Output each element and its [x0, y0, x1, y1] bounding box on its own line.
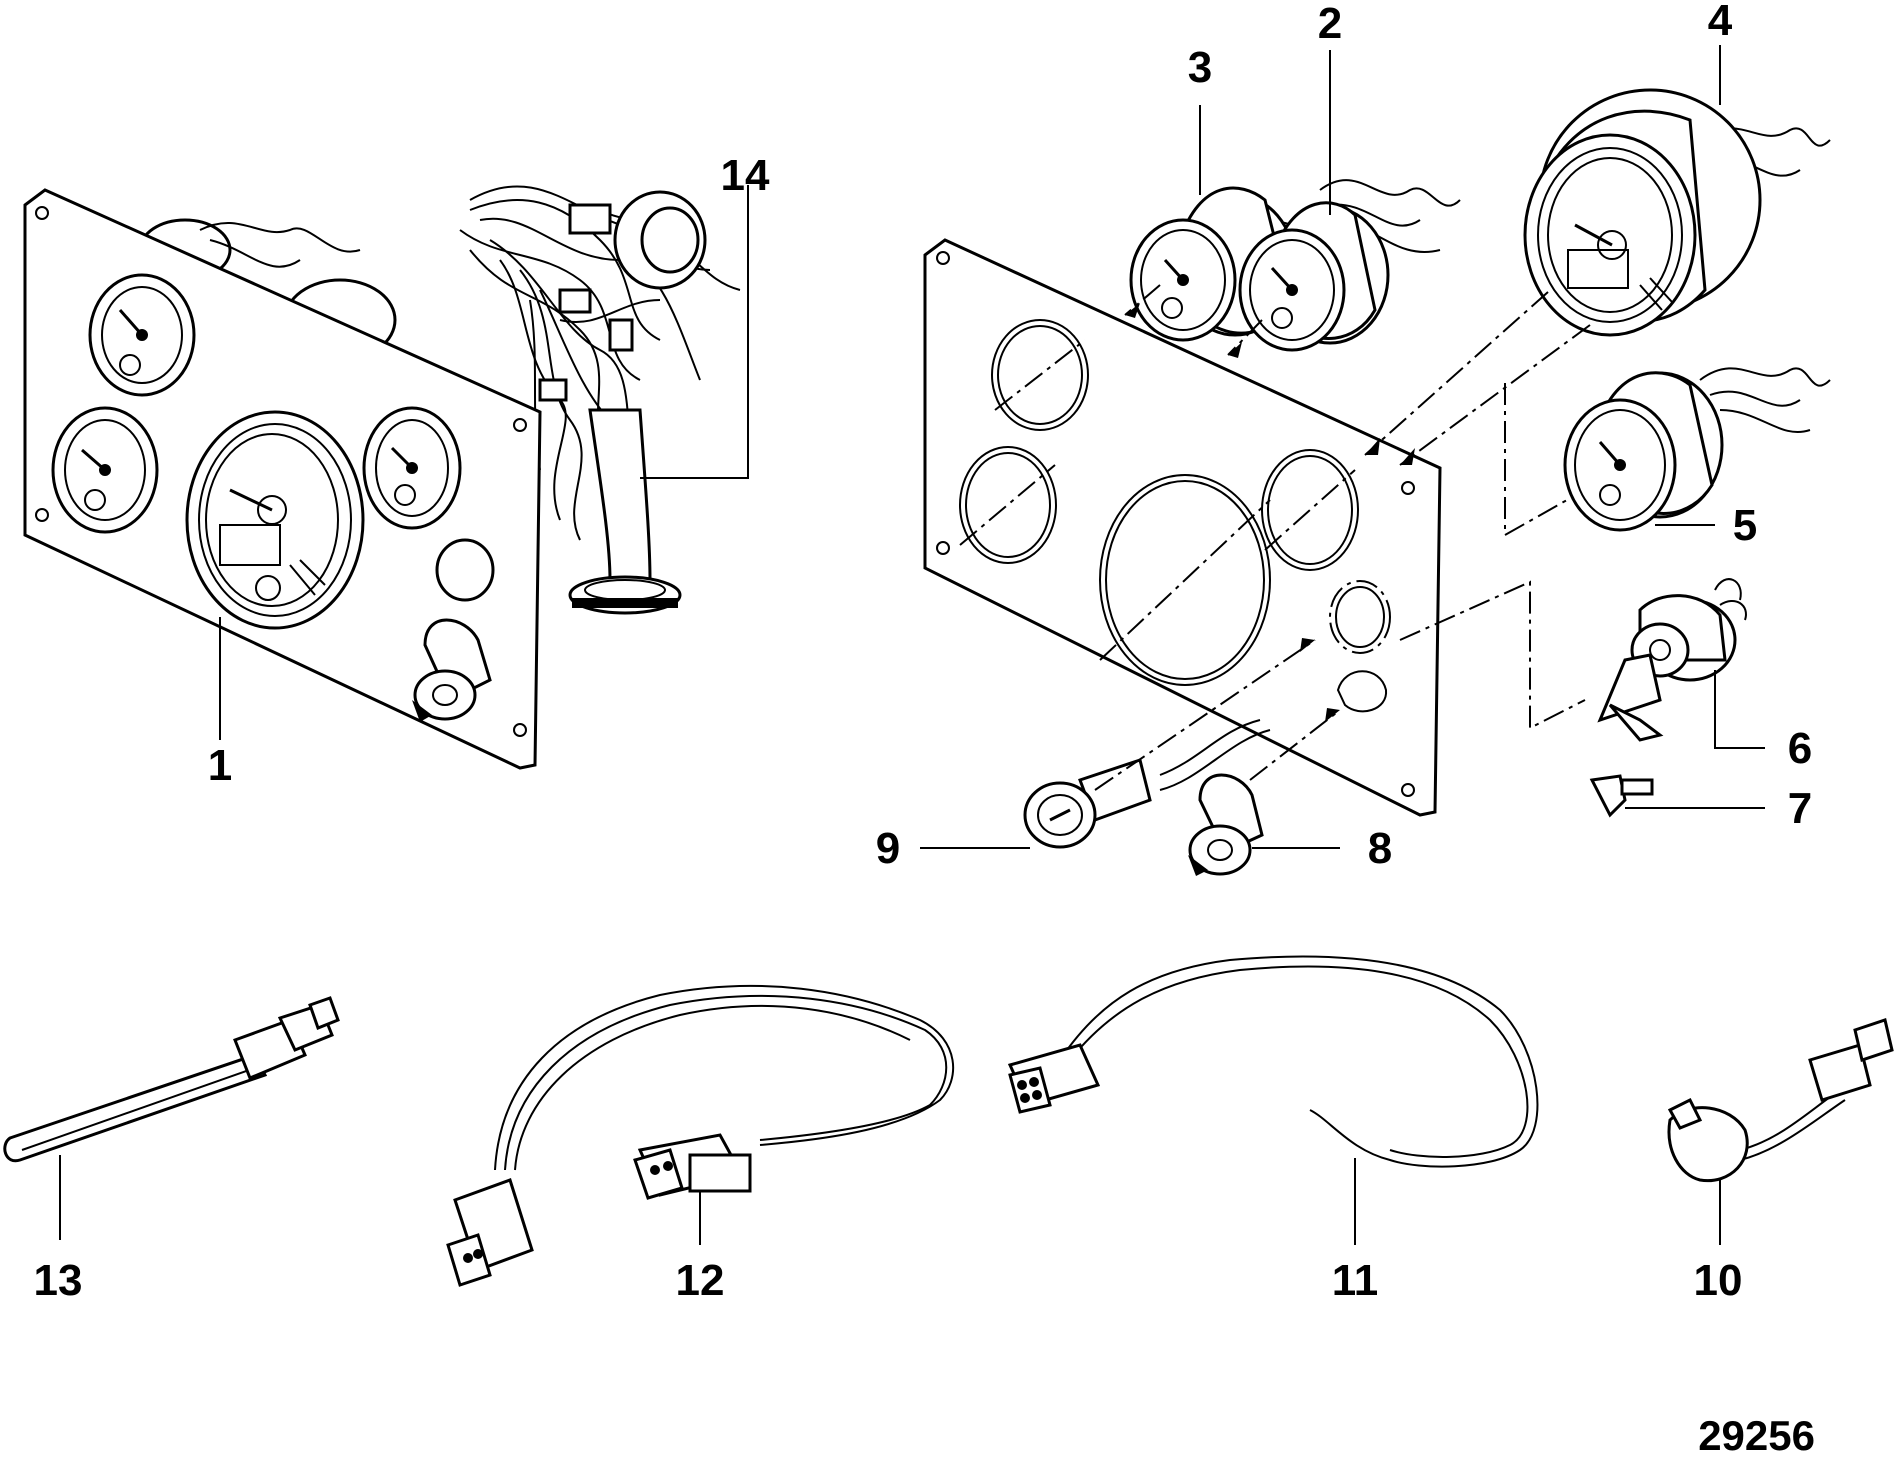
exploded-panel-plate: [923, 238, 1442, 817]
harness-12: [446, 984, 954, 1287]
callout-14: 14: [721, 151, 770, 200]
fuse-holder-9: [920, 638, 1316, 849]
sensor-10: [1667, 1018, 1894, 1245]
sender-probe-13: [3, 996, 340, 1240]
callout-4: 4: [1708, 0, 1733, 45]
callout-9: 9: [876, 824, 900, 873]
callout-10: 10: [1694, 1256, 1743, 1305]
plug-8: [1188, 708, 1341, 876]
callout-11: 11: [1332, 1256, 1379, 1305]
gauge-5: [1504, 367, 1831, 537]
panel-tachometer: [185, 410, 365, 630]
panel-gauge-lower-left: [51, 406, 159, 534]
callout-labels: 1 2 3 4 5 6 7 8 9 10 11 12 13 14: [34, 0, 1813, 1305]
assembled-instrument-panel: [23, 185, 749, 770]
wiring-harness-14: [459, 185, 749, 615]
panel-ignition-switch: [412, 618, 492, 722]
callout-12: 12: [676, 1256, 725, 1305]
callout-8: 8: [1368, 824, 1392, 873]
panel-gauge-upper-left: [88, 273, 196, 397]
callout-13: 13: [34, 1256, 83, 1305]
gauge-4: [1364, 45, 1831, 466]
ignition-switch-6: [1399, 578, 1765, 749]
callout-7: 7: [1788, 784, 1812, 833]
panel-gauge-right: [362, 406, 462, 530]
gauge-2: [1227, 50, 1461, 358]
callout-1: 1: [208, 741, 232, 790]
harness-11: [1007, 955, 1539, 1245]
figure-number: 29256: [1698, 1412, 1815, 1459]
callout-2: 2: [1318, 0, 1342, 48]
key-7: [1589, 774, 1765, 818]
callout-6: 6: [1788, 724, 1812, 773]
callout-3: 3: [1188, 43, 1212, 92]
callout-5: 5: [1733, 501, 1757, 550]
